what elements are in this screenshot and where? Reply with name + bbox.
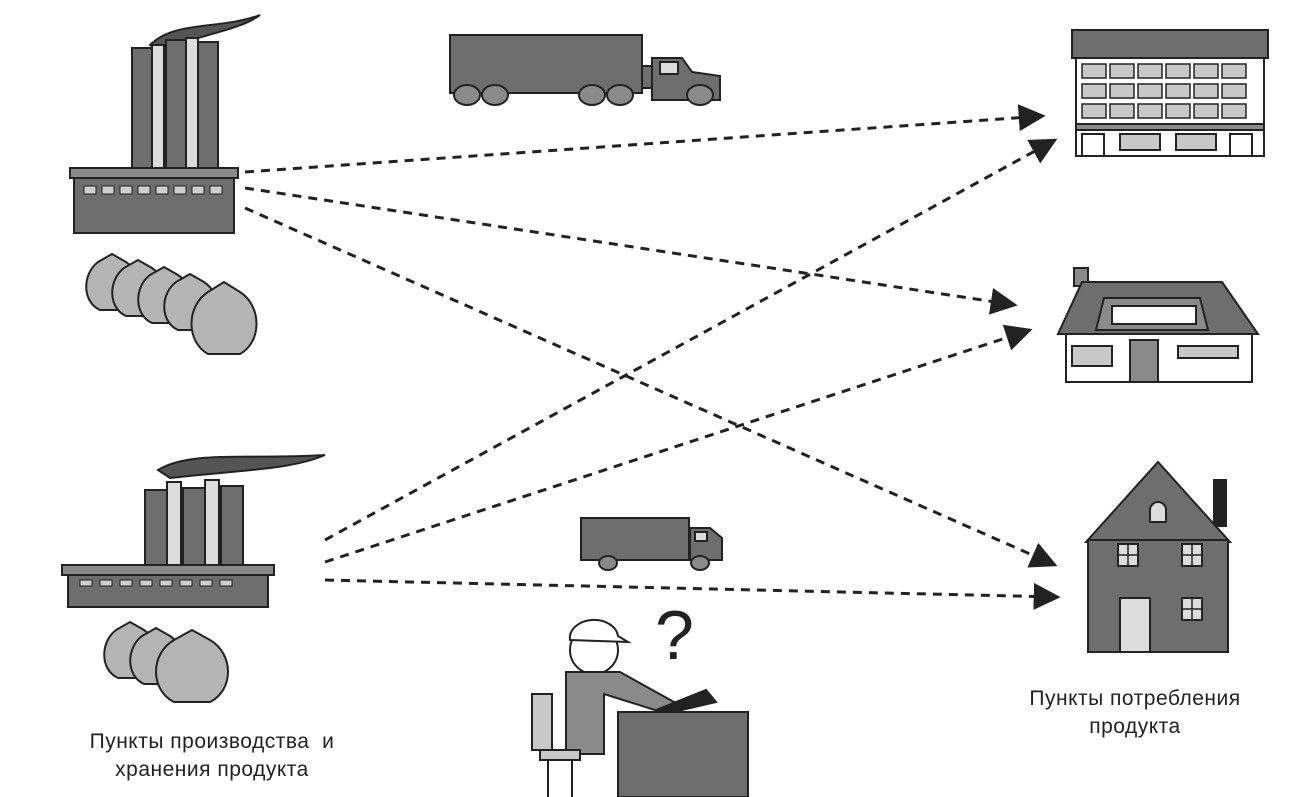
house-tall-icon [1083,460,1233,653]
arrow-factory-top-to-house-small [244,186,1018,315]
person-at-desk-icon [531,618,749,797]
arrow-factory-bottom-to-office [324,138,1058,542]
sack-group-top [85,252,258,355]
consumption-points-label: Пункты потребления продукта [975,685,1295,741]
question-mark: ? [655,596,694,674]
connection-arrows [244,104,1061,610]
arrow-factory-top-to-office [244,104,1046,174]
production-label-line1: Пункты производства и [89,730,335,753]
sack-group-bottom [103,620,229,703]
factory-bottom-icon [61,454,326,608]
production-points-label: Пункты производства и хранения продукта [22,728,402,784]
arrow-factory-top-to-house-tall [244,206,1058,568]
office-building-icon [1071,29,1269,157]
truck-large-icon [449,34,721,106]
factory-top-icon [69,14,261,234]
arrow-factory-bottom-to-house-small [324,324,1033,564]
truck-small-icon [580,517,723,571]
production-label-line2: хранения продукта [115,758,309,781]
house-small-icon [1056,267,1260,383]
consumption-label-line2: продукта [1089,715,1181,738]
arrow-factory-bottom-to-house-tall [324,578,1061,610]
consumption-label-line1: Пункты потребления [1029,687,1241,710]
